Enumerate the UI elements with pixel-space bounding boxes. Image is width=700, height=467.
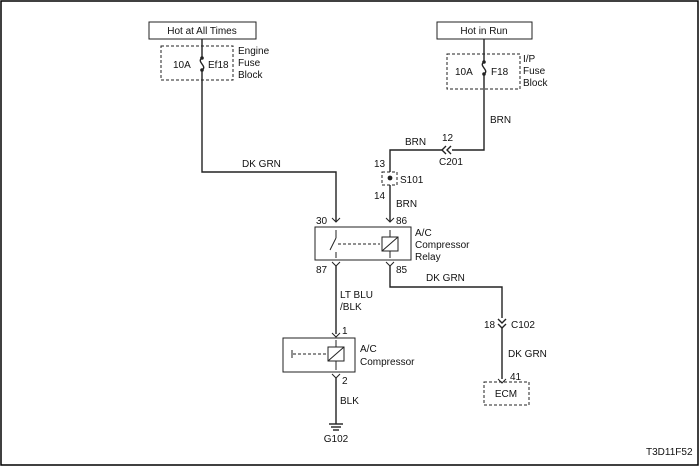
connector-c102-name: C102 (511, 320, 535, 331)
engine-fuse-block-label-1: Engine (238, 46, 270, 57)
wire-brn-to-c201 (389, 149, 442, 172)
relay-pin-30-terminal (331, 217, 341, 223)
connector-c102-pin: 18 (484, 320, 496, 331)
splice-pin-in: 13 (374, 159, 386, 170)
relay-pin-87-terminal (331, 261, 341, 267)
wire-dk-grn-relay-feed (201, 71, 337, 222)
wire-dk-grn-to-c102 (389, 266, 503, 318)
splice-s101-name: S101 (400, 175, 424, 186)
relay-pin-30-label: 30 (316, 216, 328, 227)
power-label-hot-in-run-text: Hot in Run (460, 26, 507, 37)
ip-fuse-symbol (481, 60, 487, 76)
compressor-pin-1-terminal (331, 332, 341, 338)
ground-symbol (329, 423, 343, 431)
compressor-pin-2: 2 (342, 376, 348, 387)
splice-s101-dot (387, 175, 393, 181)
relay-label-1: A/C (415, 228, 432, 239)
connector-c201-pin: 12 (442, 133, 454, 144)
ecm-label: ECM (495, 389, 517, 400)
engine-fuse-block-label-3: Block (238, 70, 263, 81)
wire-label-dk-grn-to-ecm: DK GRN (508, 349, 547, 360)
relay-label-2: Compressor (415, 240, 470, 251)
connector-c102-symbol (497, 318, 507, 329)
relay-pin-86-label: 86 (396, 216, 408, 227)
wire-label-lt-blu-blk-2: /BLK (340, 302, 362, 313)
relay-pin-87-label: 87 (316, 265, 328, 276)
compressor-label-2: Compressor (360, 357, 415, 368)
relay-label-3: Relay (415, 252, 441, 263)
compressor-pin-1: 1 (342, 326, 348, 337)
engine-fuse-symbol (199, 56, 205, 72)
ip-fuse-block-label-3: Block (523, 78, 548, 89)
ecm-pin: 41 (510, 372, 522, 383)
ip-fuse-id: F18 (491, 67, 509, 78)
relay-pin-86-terminal (385, 217, 395, 223)
compressor-coil-diagonal (327, 346, 345, 362)
ecm-box (483, 381, 530, 406)
engine-fuse-rating: 10A (173, 60, 191, 71)
engine-fuse-block-label-2: Fuse (238, 58, 261, 69)
engine-fuse-id: Ef18 (208, 60, 229, 71)
ecm-pin-terminal (497, 378, 507, 384)
power-label-hot-always-text: Hot at All Times (167, 26, 236, 37)
wire-label-brn-to-c201: BRN (405, 137, 426, 148)
compressor-label-1: A/C (360, 344, 377, 355)
engine-fuse-block-outline (160, 45, 234, 81)
compressor-pin-2-terminal (331, 373, 341, 379)
relay-pin-85-terminal (385, 261, 395, 267)
relay-coil-diagonal (381, 236, 399, 252)
wire-label-brn-splice-out: BRN (396, 199, 417, 210)
wire-label-brn-fuse-out: BRN (490, 115, 511, 126)
wire-label-blk-ground: BLK (340, 396, 359, 407)
ip-fuse-block-outline (446, 53, 521, 90)
connector-c201-name: C201 (439, 157, 463, 168)
ground-label: G102 (324, 434, 349, 445)
relay-pin-85-label: 85 (396, 265, 408, 276)
wire-label-dk-grn-relay-feed: DK GRN (242, 159, 281, 170)
ip-fuse-block-label-1: I/P (523, 54, 536, 65)
connector-c201-symbol (441, 145, 452, 155)
wire-brn-fuse-out (452, 75, 485, 151)
wire-label-lt-blu-blk-1: LT BLU (340, 290, 373, 301)
wire-label-dk-grn-to-c102: DK GRN (426, 273, 465, 284)
ip-fuse-rating: 10A (455, 67, 473, 78)
relay-switch-blade (329, 237, 337, 251)
figure-code: T3D11F52 (646, 447, 693, 458)
splice-pin-out: 14 (374, 191, 386, 202)
ip-fuse-block-label-2: Fuse (523, 66, 546, 77)
